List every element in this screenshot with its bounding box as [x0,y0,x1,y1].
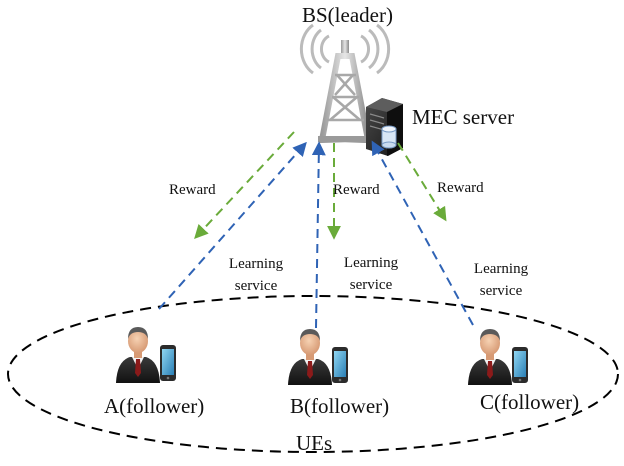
follower-label-a: A(follower) [104,394,205,418]
smartphone-icon [160,345,176,381]
server-icon [366,98,403,156]
reward-label-c: Reward [437,180,484,196]
base-station-title: BS(leader) [302,3,393,27]
service-label-a-line2: service [234,278,278,294]
reward-arrow-a [194,131,295,240]
service-label-a: Learning service [220,253,292,297]
ue-cluster-ellipse [7,295,619,453]
user-c-group [468,329,528,385]
service-label-c-line2: service [479,283,523,299]
smartphone-icon [332,347,348,383]
service-arrow-b [311,141,326,329]
ues-label: UEs [296,431,333,455]
businessman-icon [116,327,160,383]
smartphone-icon [512,347,528,383]
service-label-c: Learning service [465,258,537,302]
mec-server-label: MEC server [412,105,515,129]
service-arrow-a [158,141,307,310]
service-label-b-line2: service [349,277,393,293]
service-label-c-line1: Learning [473,261,529,277]
user-a-group [116,327,176,383]
reward-label-b: Reward [333,182,380,198]
follower-label-b: B(follower) [290,394,390,418]
businessman-icon [288,329,332,385]
user-b-group [288,329,348,385]
service-arrow-c [371,140,474,326]
businessman-icon [468,329,512,385]
reward-label-a: Reward [169,182,216,198]
service-label-b-line1: Learning [343,255,399,271]
follower-label-c: C(follower) [480,390,580,414]
service-label-b: Learning service [335,252,407,296]
service-label-a-line1: Learning [228,256,284,272]
